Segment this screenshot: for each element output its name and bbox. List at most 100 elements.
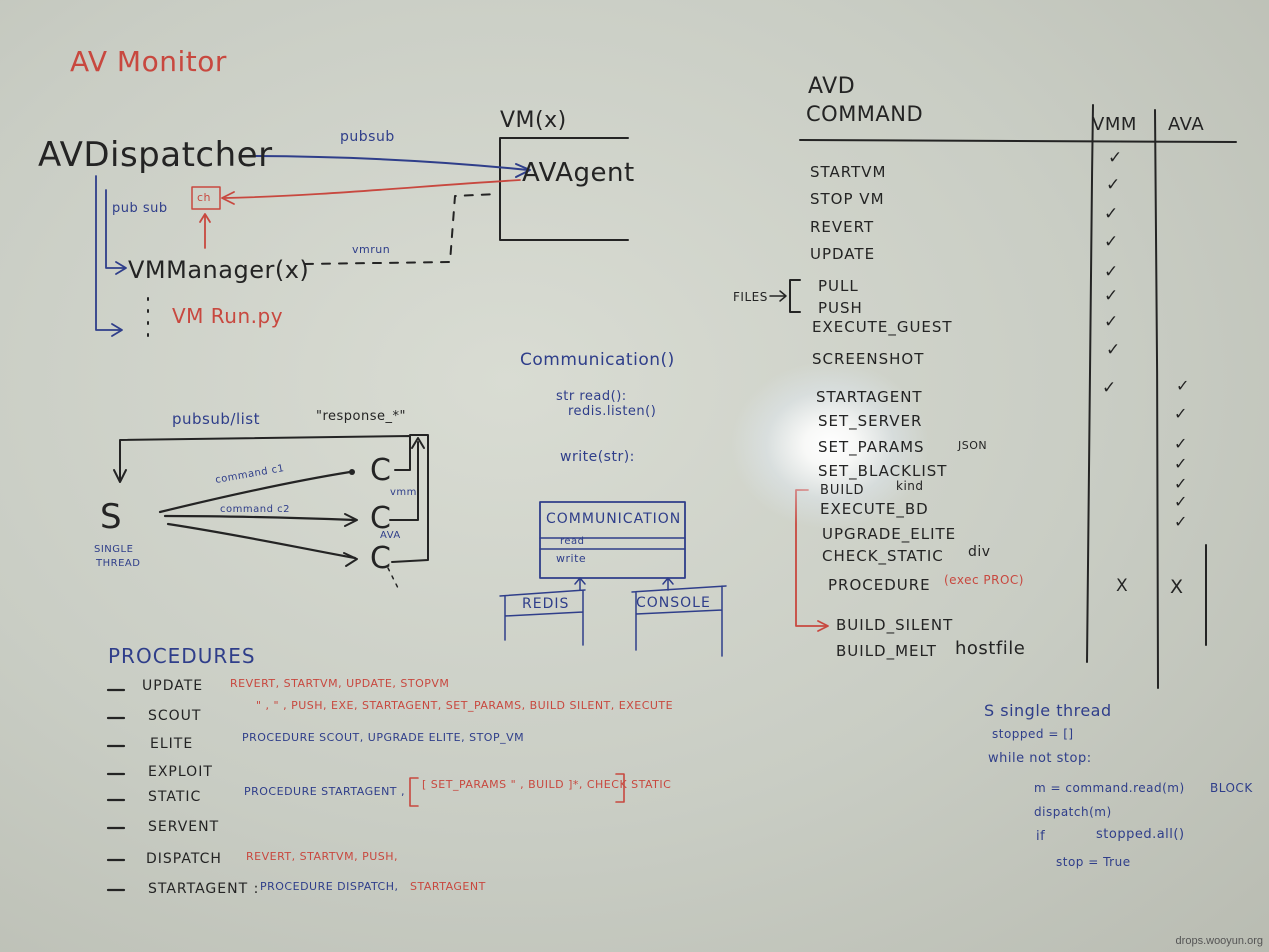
ch-return-arrow — [224, 179, 521, 199]
av-dispatcher-label: AVDispatcher — [38, 135, 273, 175]
table-row-cmd: SET_BLACKLIST — [818, 462, 948, 480]
vmrun-link — [304, 193, 499, 265]
table-row-cmd: EXECUTE_GUEST — [812, 318, 953, 336]
table-row-cmd: BUILD — [820, 483, 865, 498]
table-col-divider-2 — [1154, 109, 1159, 689]
table-row-cmd: BUILD_MELT — [836, 642, 937, 660]
vmm-check: ✓ — [1104, 286, 1119, 306]
table-row-cmd: SET_PARAMS — [818, 438, 925, 456]
dispatcher-bracket — [95, 175, 121, 331]
pseudo-line-6b: stopped.all() — [1096, 827, 1185, 842]
command-c2-label: command c2 — [220, 504, 290, 515]
table-row-cmd: UPDATE — [810, 245, 876, 263]
pseudo-line-3: while not stop: — [988, 751, 1092, 766]
table-row-cmd: SCREENSHOT — [812, 350, 925, 368]
thread-caption: THREAD — [96, 558, 141, 569]
board-title: AV Monitor — [70, 45, 227, 78]
procedure-steps: STARTAGENT — [410, 880, 486, 893]
vmm-check: ✓ — [1106, 175, 1121, 195]
procedure-name: UPDATE — [142, 678, 204, 694]
ch-label: ch — [197, 191, 212, 204]
table-header-avd: AVD — [808, 74, 856, 99]
table-row-cmd: EXECUTE_BD — [820, 500, 929, 518]
single-thread-s: S — [100, 497, 123, 537]
procedure-steps: PROCEDURE SCOUT, UPGRADE ELITE, STOP_VM — [242, 731, 525, 744]
ava-small-label: AVA — [380, 530, 401, 541]
procedure-name: SCOUT — [148, 708, 202, 724]
table-row-cmd: PULL — [818, 277, 859, 295]
table-col-divider-1 — [1086, 104, 1094, 663]
kind-note: kind — [896, 479, 924, 493]
ava-check: ✓ — [1174, 404, 1188, 423]
vmm-check: ✓ — [1104, 232, 1119, 252]
vmm-check: ✓ — [1104, 262, 1119, 282]
table-row-cmd: CHECK_STATIC — [822, 547, 944, 565]
table-row-cmd: STARTAGENT — [816, 388, 923, 406]
exec-proc-note: (exec PROC) — [944, 573, 1024, 587]
table-row-cmd: BUILD_SILENT — [836, 616, 954, 634]
ava-check: ✓ — [1174, 512, 1188, 531]
command-c1-arrow — [158, 470, 352, 514]
single-caption: SINGLE — [94, 544, 134, 555]
table-header-ava: AVA — [1168, 114, 1205, 135]
vmm-check: ✓ — [1108, 148, 1123, 168]
procedure-steps-blue: PROCEDURE DISPATCH, — [260, 880, 399, 893]
pubsub-arrow — [239, 155, 529, 171]
redis-class-name: REDIS — [522, 596, 570, 612]
consumer-c-3: C — [370, 541, 392, 576]
vm-box — [499, 137, 629, 241]
read-signature: str read(): — [556, 389, 627, 404]
ava-cross: X — [1170, 576, 1184, 598]
ava-check: ✓ — [1174, 474, 1188, 493]
procedure-name: SERVENT — [148, 819, 220, 835]
vmm-check: ✓ — [1104, 204, 1119, 224]
procedure-name: ELITE — [150, 736, 194, 752]
pubsub-top-label: pubsub — [340, 129, 395, 145]
vmm-cross: X — [1116, 576, 1128, 596]
table-header-vmm: VMM — [1092, 114, 1137, 135]
table-row-cmd: UPGRADE_ELITE — [822, 525, 957, 543]
hostfile-note: hostfile — [955, 638, 1026, 659]
vmm-check: ✓ — [1102, 378, 1117, 398]
procedure-steps: REVERT, STARTVM, PUSH, — [246, 850, 399, 863]
procedure-name: STATIC — [148, 789, 202, 805]
pseudo-line-4b: BLOCK — [1210, 781, 1253, 795]
ava-check: ✓ — [1174, 492, 1188, 511]
consumer-c-1: C — [370, 453, 392, 488]
vmrun-label: vmrun — [352, 243, 391, 256]
files-label: FILES — [733, 290, 768, 304]
vmm-check: ✓ — [1106, 340, 1121, 360]
table-row-cmd: PUSH — [818, 299, 863, 317]
ava-check: ✓ — [1174, 434, 1188, 453]
table-row-cmd: PROCEDURE — [828, 576, 931, 594]
redis-listen: redis.listen() — [568, 404, 657, 419]
div-note: div — [968, 544, 991, 560]
pseudo-line-7: stop = True — [1056, 855, 1131, 869]
ava-check: ✓ — [1174, 454, 1188, 473]
method-write: write — [556, 552, 587, 565]
write-signature: write(str): — [560, 449, 635, 465]
json-note: JSON — [958, 439, 988, 452]
communication-fn: Communication() — [520, 350, 675, 370]
av-agent-label: AVAgent — [522, 158, 635, 188]
ava-check: ✓ — [1176, 376, 1190, 395]
procedure-name: EXPLOIT — [148, 764, 213, 780]
vmm-check: ✓ — [1104, 312, 1119, 332]
consumer-c-2: C — [370, 501, 392, 536]
table-header-command: COMMAND — [806, 102, 924, 126]
vmrun-py-label: VM Run.py — [172, 304, 284, 328]
pseudo-line-6: if — [1036, 829, 1046, 844]
procedure-name: DISPATCH — [146, 851, 222, 867]
table-row-cmd: STARTVM — [810, 163, 887, 181]
vm-label: VM(x) — [500, 108, 567, 133]
procedure-steps-blue: PROCEDURE STARTAGENT , — [244, 785, 406, 798]
pseudo-line-5: dispatch(m) — [1034, 805, 1112, 819]
procedures-title: PROCEDURES — [108, 644, 256, 668]
redis-class-box — [499, 589, 586, 646]
table-header-line — [799, 139, 1237, 143]
pseudo-line-2: stopped = [] — [992, 727, 1074, 741]
response-label: "response_*" — [316, 409, 407, 424]
method-read: read — [560, 536, 585, 547]
vm-manager-label: VMManager(x) — [128, 256, 310, 284]
procedure-steps: [ SET_PARAMS " , BUILD ]*, CHECK STATIC — [422, 778, 672, 791]
